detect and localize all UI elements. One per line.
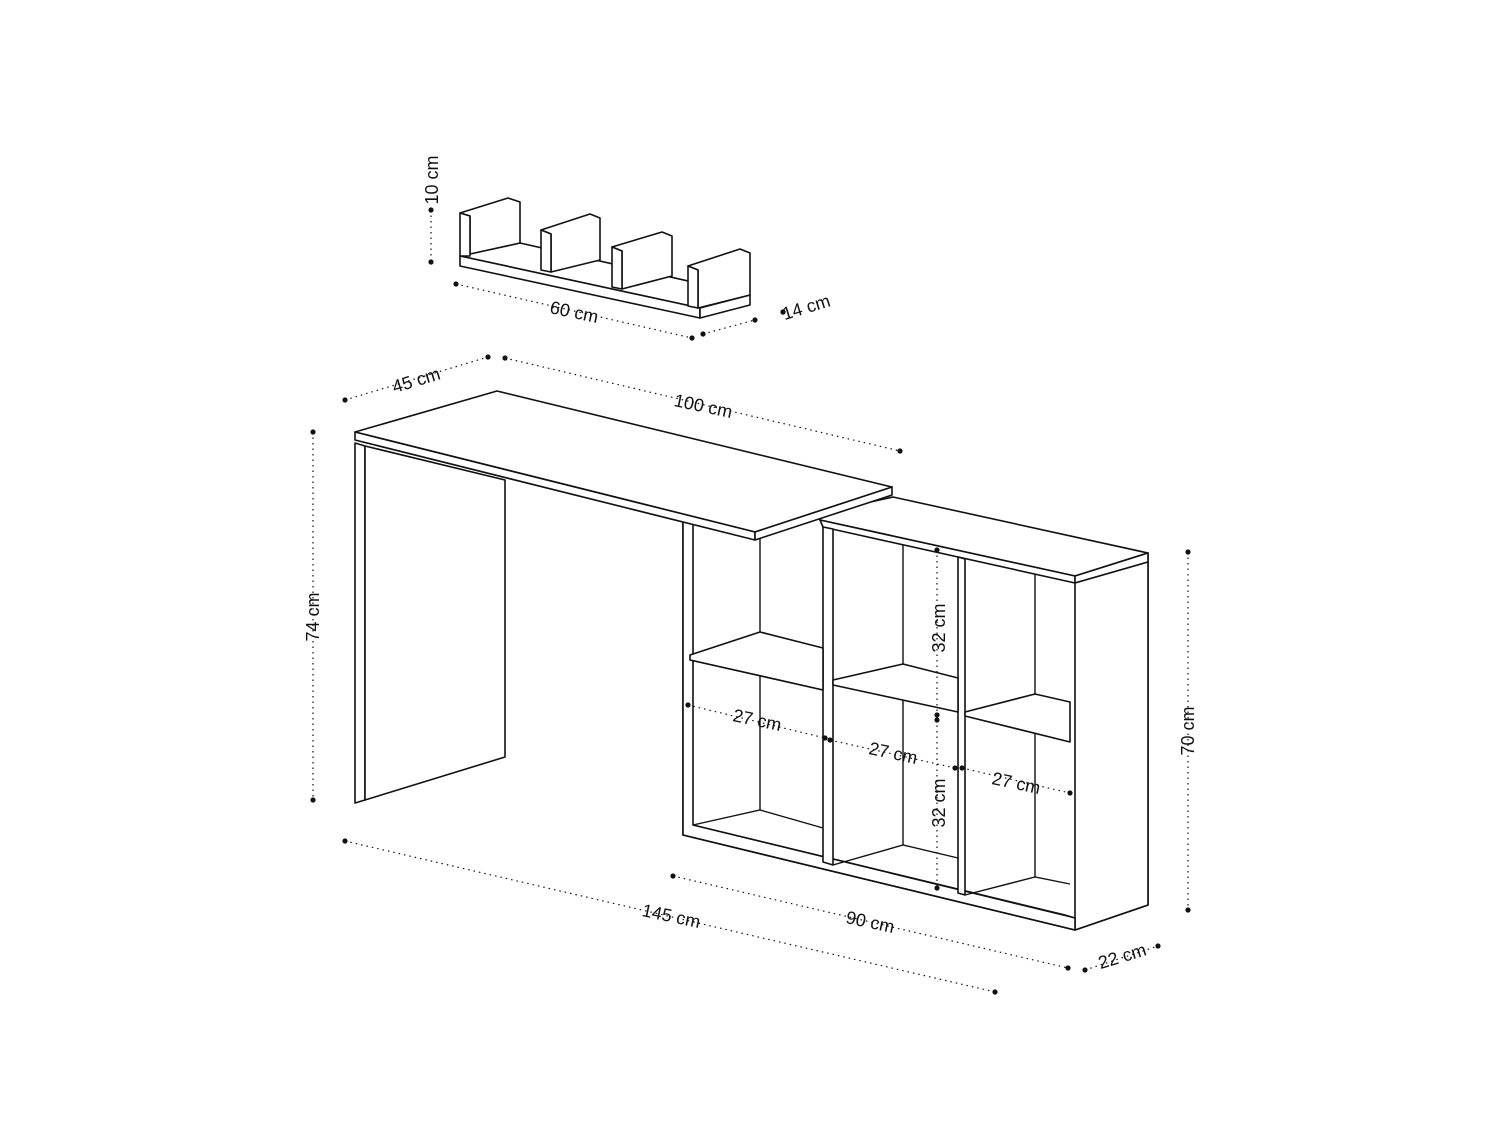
dim-endpoint-desk-top-length (502, 355, 508, 361)
label-desk-depth: 45 cm (390, 364, 443, 397)
dim-line-shelf-width (455, 283, 693, 339)
dim-line-shelf-depth (702, 319, 756, 335)
dim-line-compartment-width-right (961, 767, 1071, 794)
dim-endpoint-desk-height (310, 797, 316, 803)
label-shelf-height: 10 cm (422, 155, 442, 204)
label-bookcase-depth: 22 cm (1096, 940, 1149, 973)
dim-endpoint-compartment-width-right (1067, 790, 1073, 796)
dim-endpoint-bookcase-height (1185, 549, 1191, 555)
dim-endpoint-compartment-width-middle (952, 765, 958, 771)
label-bookcase-length: 90 cm (844, 907, 896, 937)
label-desk-height: 74 cm (303, 592, 323, 641)
dim-endpoint-bookcase-length (670, 873, 676, 879)
dim-line-compartment-width-left (687, 704, 826, 739)
label-lower-compartment-height: 32 cm (929, 778, 949, 827)
label-shelf-depth: 14 cm (780, 291, 833, 324)
dim-endpoint-compartment-width-left (685, 702, 691, 708)
bookcase (682, 496, 1149, 931)
desk (354, 390, 893, 804)
dim-endpoint-shelf-width (453, 281, 459, 287)
dim-endpoint-shelf-depth (752, 317, 758, 323)
dim-endpoint-desk-depth (342, 397, 348, 403)
dim-endpoint-desk-top-length (897, 448, 903, 454)
dim-endpoint-compartment-width-right (959, 765, 965, 771)
dim-endpoint-bookcase-length (1065, 965, 1071, 971)
label-shelf-width: 60 cm (548, 297, 600, 327)
label-total-length: 145 cm (640, 900, 702, 932)
dim-endpoint-shelf-height (428, 207, 434, 213)
dim-endpoint-desk-height (310, 429, 316, 435)
dim-endpoint-lower-compartment-height (934, 885, 940, 891)
label-desk-top-length: 100 cm (672, 390, 734, 422)
dim-endpoint-bookcase-height (1185, 907, 1191, 913)
dim-endpoint-shelf-depth (700, 331, 706, 337)
dim-endpoint-lower-compartment-height (934, 717, 940, 723)
dim-endpoint-compartment-width-left (822, 735, 828, 741)
dim-endpoint-bookcase-depth (1082, 967, 1088, 973)
dim-endpoint-bookcase-depth (1155, 943, 1161, 949)
dim-endpoint-shelf-height (428, 259, 434, 265)
dimension-lines (310, 207, 1191, 995)
label-bookcase-height: 70 cm (1178, 706, 1198, 755)
dim-endpoint-upper-compartment-height (934, 712, 940, 718)
dim-endpoint-upper-compartment-height (934, 547, 940, 553)
wall-shelf (459, 197, 751, 319)
dim-endpoint-desk-depth (485, 354, 491, 360)
dim-endpoint-shelf-depth-end (780, 309, 786, 315)
dim-endpoint-compartment-width-middle (827, 737, 833, 743)
dim-endpoint-total-length (342, 838, 348, 844)
label-upper-compartment-height: 32 cm (929, 603, 949, 652)
dim-endpoint-shelf-width (689, 335, 695, 341)
dim-endpoint-total-length (992, 989, 998, 995)
dim-line-total-length (344, 840, 996, 993)
